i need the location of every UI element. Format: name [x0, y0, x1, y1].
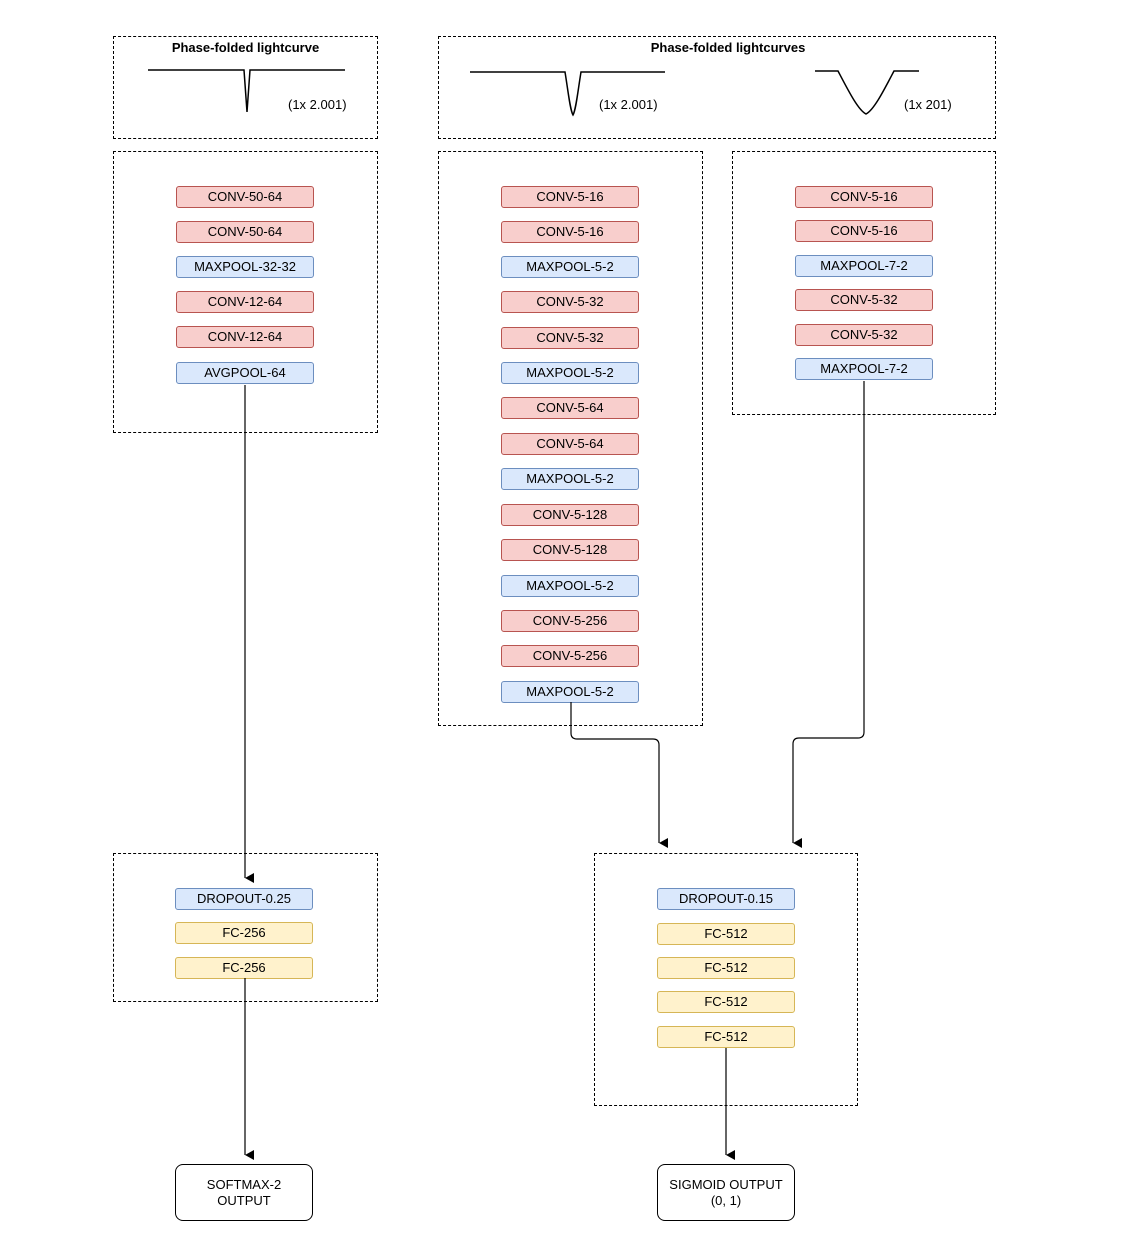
- left-conv-layer-1: CONV-50-64: [176, 221, 314, 243]
- global-conv-layer-3: CONV-5-32: [501, 291, 639, 313]
- sigmoid-output: SIGMOID OUTPUT (0, 1): [657, 1164, 795, 1221]
- local-conv-layer-4: CONV-5-32: [795, 324, 933, 346]
- left-fc-layer-1: FC-256: [175, 922, 313, 944]
- global-conv-layer-8: MAXPOOL-5-2: [501, 468, 639, 490]
- global-conv-layer-1: CONV-5-16: [501, 221, 639, 243]
- left-input-title: Phase-folded lightcurve: [171, 40, 320, 55]
- global-conv-layer-0: CONV-5-16: [501, 186, 639, 208]
- left-conv-layer-2: MAXPOOL-32-32: [176, 256, 314, 278]
- right-fc-layer-3: FC-512: [657, 991, 795, 1013]
- global-conv-layer-6: CONV-5-64: [501, 397, 639, 419]
- local-conv-layer-1: CONV-5-16: [795, 220, 933, 242]
- global-conv-layer-12: CONV-5-256: [501, 610, 639, 632]
- global-conv-layer-9: CONV-5-128: [501, 504, 639, 526]
- left-conv-layer-5: AVGPOOL-64: [176, 362, 314, 384]
- global-conv-layer-14: MAXPOOL-5-2: [501, 681, 639, 703]
- left-conv-layer-4: CONV-12-64: [176, 326, 314, 348]
- right-fc-layer-4: FC-512: [657, 1026, 795, 1048]
- left-fc-layer-0: DROPOUT-0.25: [175, 888, 313, 910]
- right-input-title: Phase-folded lightcurves: [650, 40, 806, 55]
- global-conv-layer-10: CONV-5-128: [501, 539, 639, 561]
- right-fc-layer-0: DROPOUT-0.15: [657, 888, 795, 910]
- left-conv-layer-0: CONV-50-64: [176, 186, 314, 208]
- right-fc-layer-2: FC-512: [657, 957, 795, 979]
- left-input-dim: (1x 2.001): [288, 97, 347, 112]
- global-input-dim: (1x 2.001): [599, 97, 658, 112]
- local-to-fc-arrow: [792, 381, 865, 848]
- global-conv-layer-11: MAXPOOL-5-2: [501, 575, 639, 597]
- global-conv-layer-5: MAXPOOL-5-2: [501, 362, 639, 384]
- global-conv-layer-7: CONV-5-64: [501, 433, 639, 455]
- left-fc-layer-2: FC-256: [175, 957, 313, 979]
- local-conv-layer-0: CONV-5-16: [795, 186, 933, 208]
- right-fc-layer-1: FC-512: [657, 923, 795, 945]
- softmax-output: SOFTMAX-2 OUTPUT: [175, 1164, 313, 1221]
- left-input-box: [113, 36, 378, 139]
- left-conv-layer-3: CONV-12-64: [176, 291, 314, 313]
- local-conv-layer-5: MAXPOOL-7-2: [795, 358, 933, 380]
- global-conv-layer-4: CONV-5-32: [501, 327, 639, 349]
- right-input-box: [438, 36, 996, 139]
- global-conv-layer-2: MAXPOOL-5-2: [501, 256, 639, 278]
- local-input-dim: (1x 201): [904, 97, 952, 112]
- local-conv-layer-3: CONV-5-32: [795, 289, 933, 311]
- local-conv-layer-2: MAXPOOL-7-2: [795, 255, 933, 277]
- global-conv-layer-13: CONV-5-256: [501, 645, 639, 667]
